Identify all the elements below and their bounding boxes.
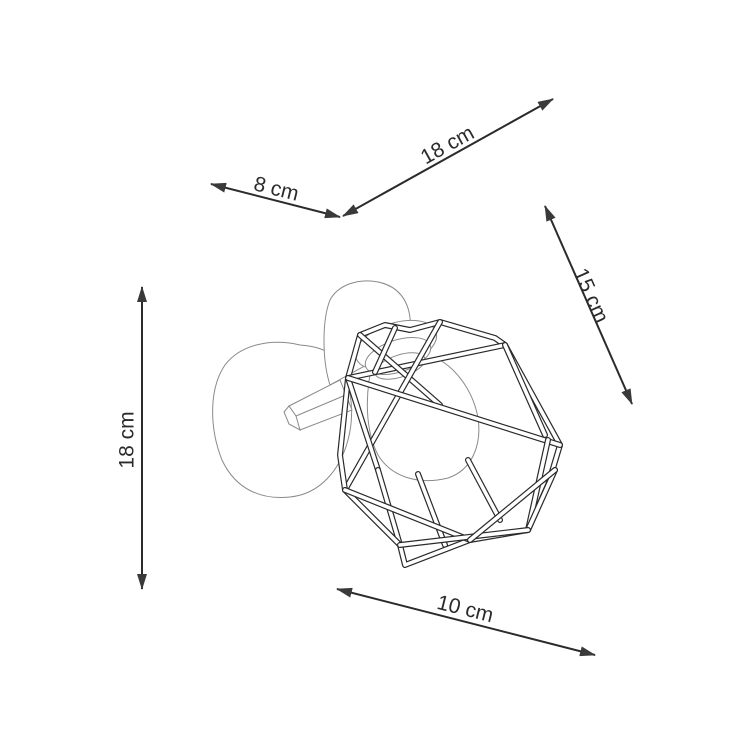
cage-wire [346,376,380,472]
arm [283,379,353,432]
double-arrow-icon [544,205,633,405]
socket [354,319,438,380]
cage-wire [468,468,557,542]
lamp-illustration [212,280,563,568]
dimension-base-depth: 8 cm [210,172,341,219]
cage-wire [466,458,502,522]
double-arrow-icon [336,587,596,657]
double-arrow-icon [210,182,341,219]
dimension-label: 18 cm [417,121,478,169]
double-arrow-icon [342,98,554,217]
cage-wire [346,376,562,447]
cage-wire [373,326,397,374]
wire-cage [337,319,563,568]
dimension-shade-diameter: 10 cm [336,587,596,657]
dimension-arm-length: 18 cm [342,98,554,217]
dimension-label: 18 cm [116,411,139,468]
cage-wire [358,333,442,407]
dimension-overall-height: 18 cm [116,286,147,590]
cage-wire [338,376,350,492]
cage-wire [343,488,472,542]
cage-wire [416,472,447,547]
cage-wire [398,528,530,547]
dimension-label: 15 cm [569,265,613,327]
dimension-label: 8 cm [251,172,301,205]
cage-wire [343,468,557,567]
cage-wire [343,320,442,492]
cage-wire [503,343,547,437]
dimension-shade-width: 15 cm [544,205,633,405]
cage-wire [342,467,558,568]
